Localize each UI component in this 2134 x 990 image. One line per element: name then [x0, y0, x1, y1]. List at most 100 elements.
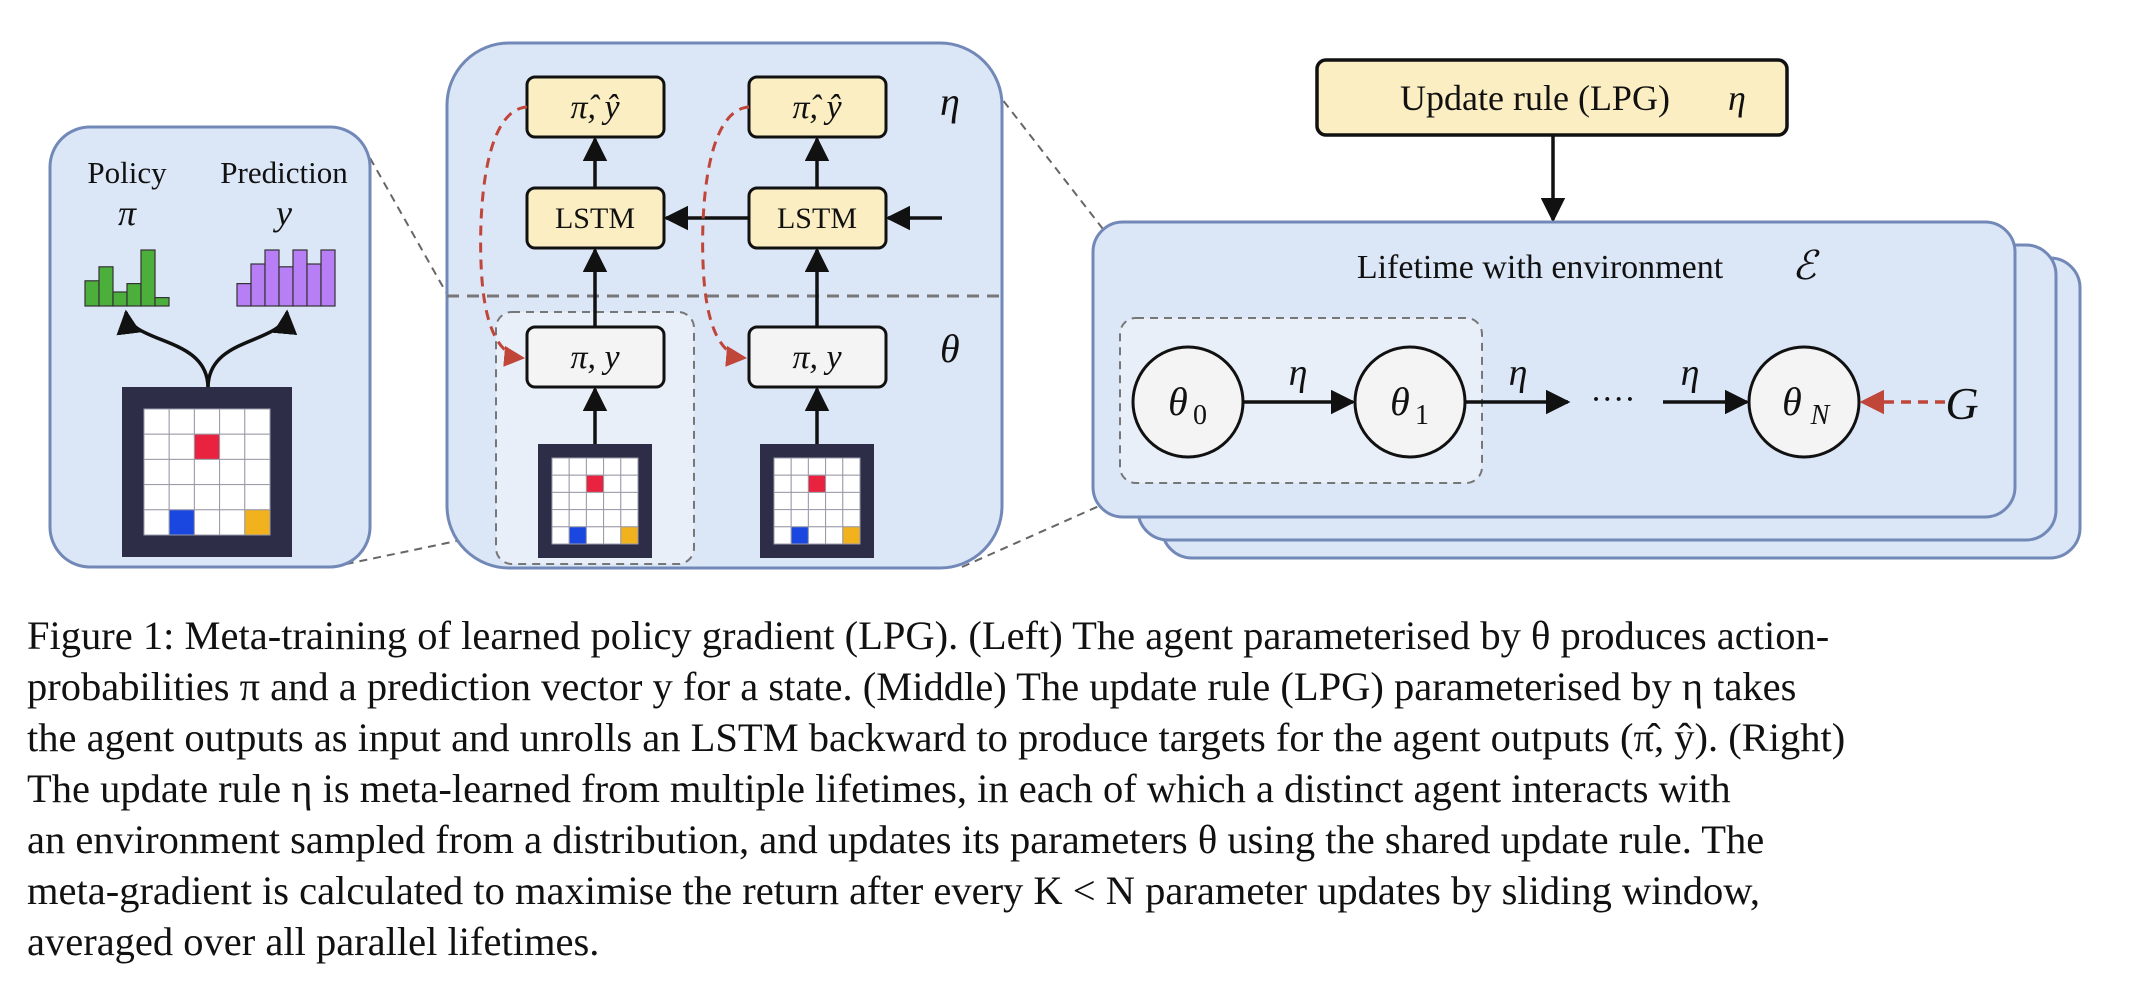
grid-cell: [773, 526, 792, 545]
grid-cell: [790, 491, 809, 511]
grid-cell: [568, 491, 587, 511]
grid-cell: [219, 458, 246, 486]
middle-panel: η θ π̂, ŷ LSTM π, y π̂, ŷ LSTM π, y: [445, 41, 1004, 570]
agent-box-1-label: π, y: [570, 339, 620, 376]
caption-line-7: averaged over all parallel lifetimes.: [27, 919, 600, 964]
policy-histogram: [84, 249, 170, 307]
node-theta-0-label: θ: [1168, 379, 1188, 424]
grid-cell: [143, 484, 170, 511]
eta-symbol: η: [940, 79, 960, 124]
grid-cell: [620, 509, 639, 528]
caption-line-5: an environment sampled from a distributi…: [27, 817, 1765, 862]
red-cell: [585, 474, 605, 493]
blue-cell: [568, 526, 587, 545]
grid-cell: [585, 491, 605, 511]
node-theta-n-sub: N: [1810, 400, 1831, 431]
grid-cell: [773, 474, 792, 493]
caption-line-2: probabilities π and a prediction vector …: [27, 664, 1797, 709]
grid-cell: [807, 457, 827, 476]
policy-histogram-bar: [84, 280, 100, 307]
right-panel: Update rule (LPG) η Lifetime with enviro…: [1091, 58, 2082, 560]
grid-state-2: [760, 444, 874, 558]
target-to-agent1-arrow: [479, 105, 528, 367]
prediction-histogram-bar: [306, 263, 322, 307]
grid-cell: [143, 458, 170, 486]
prediction-histogram-bar: [292, 249, 308, 307]
grid-cell: [585, 509, 605, 528]
prediction-histogram-bar: [236, 283, 252, 307]
grid-cell: [603, 509, 622, 528]
node-theta-1-label: θ: [1390, 379, 1410, 424]
update-rule-label: Update rule (LPG): [1400, 78, 1670, 118]
grid-cell: [807, 526, 827, 545]
agent-box-2-label: π, y: [792, 339, 842, 376]
grid-cell: [825, 509, 844, 528]
prediction-label: Prediction: [220, 155, 348, 190]
grid-cell: [620, 474, 639, 493]
grid-cell: [603, 457, 622, 476]
grid-cell: [219, 509, 246, 536]
grid-cell: [551, 526, 570, 545]
node-theta-n-label: θ: [1782, 379, 1802, 424]
grid-cell: [825, 526, 844, 545]
grid-cell: [603, 491, 622, 511]
grid-cell: [193, 484, 221, 511]
figure-caption: Figure 1: Meta-training of learned polic…: [27, 610, 2107, 967]
grid-cell: [143, 509, 170, 536]
grid-cell: [842, 457, 861, 476]
lpg-diagram: Policy π Prediction y η θ π̂, ŷ LSTM π, …: [48, 41, 2082, 570]
prediction-histogram-bar: [250, 263, 266, 307]
policy-histogram-bar: [126, 283, 142, 307]
policy-label: Policy: [87, 155, 167, 190]
policy-histogram-bar: [98, 266, 114, 307]
red-cell: [193, 433, 221, 460]
blue-cell: [168, 509, 195, 536]
grid-state-large: [122, 387, 292, 557]
grid-cell: [842, 491, 861, 511]
node-theta-n: [1747, 345, 1861, 459]
lstm-box-1-label: LSTM: [555, 202, 635, 235]
node-theta-1: [1353, 345, 1467, 459]
policy-symbol: π: [118, 193, 137, 233]
edge-ellipsis-n-label: η: [1681, 352, 1700, 394]
output-box-2-label: π̂, ŷ: [792, 89, 842, 126]
grid-cell: [790, 509, 809, 528]
grid-cell: [842, 509, 861, 528]
grid-cell: [168, 458, 195, 486]
node-theta-1-sub: 1: [1415, 400, 1429, 431]
prediction-histogram-bar: [264, 249, 280, 307]
grid-cell: [551, 491, 570, 511]
ellipsis: ····: [1590, 381, 1635, 418]
grid-cell: [603, 526, 622, 545]
lifetime-label: Lifetime with environment: [1357, 249, 1724, 286]
grid-cell: [585, 457, 605, 476]
caption-line-6: meta-gradient is calculated to maximise …: [27, 868, 1760, 913]
grid-cell: [168, 408, 195, 435]
update-rule-symbol: η: [1728, 78, 1746, 118]
caption-line-4: The update rule η is meta-learned from m…: [27, 766, 1731, 811]
grid-cell: [143, 433, 170, 460]
grid-cell: [168, 433, 195, 460]
grid-cell: [219, 433, 246, 460]
grid-cell: [825, 457, 844, 476]
return-symbol: G: [1945, 378, 1978, 429]
caption-line-1: Figure 1: Meta-training of learned polic…: [27, 613, 1830, 658]
grid-cell: [620, 491, 639, 511]
grid-cell: [568, 509, 587, 528]
policy-histogram-bar: [140, 249, 156, 307]
grid-state-1: [538, 444, 652, 558]
edge-1-ellipsis-label: η: [1509, 352, 1528, 394]
prediction-histogram-bar: [320, 249, 336, 307]
grid-cell: [168, 484, 195, 511]
grid-cell: [143, 408, 170, 435]
grid-cell: [807, 491, 827, 511]
grid-cell: [773, 491, 792, 511]
grid-cell: [773, 509, 792, 528]
prediction-symbol: y: [273, 193, 292, 233]
target-to-agent2-arrow: [701, 105, 750, 367]
yellow-cell: [244, 509, 271, 536]
lstm-box-2-label: LSTM: [777, 202, 857, 235]
grid-cell: [551, 457, 570, 476]
yellow-cell: [620, 526, 639, 545]
grid-cell: [193, 509, 221, 536]
